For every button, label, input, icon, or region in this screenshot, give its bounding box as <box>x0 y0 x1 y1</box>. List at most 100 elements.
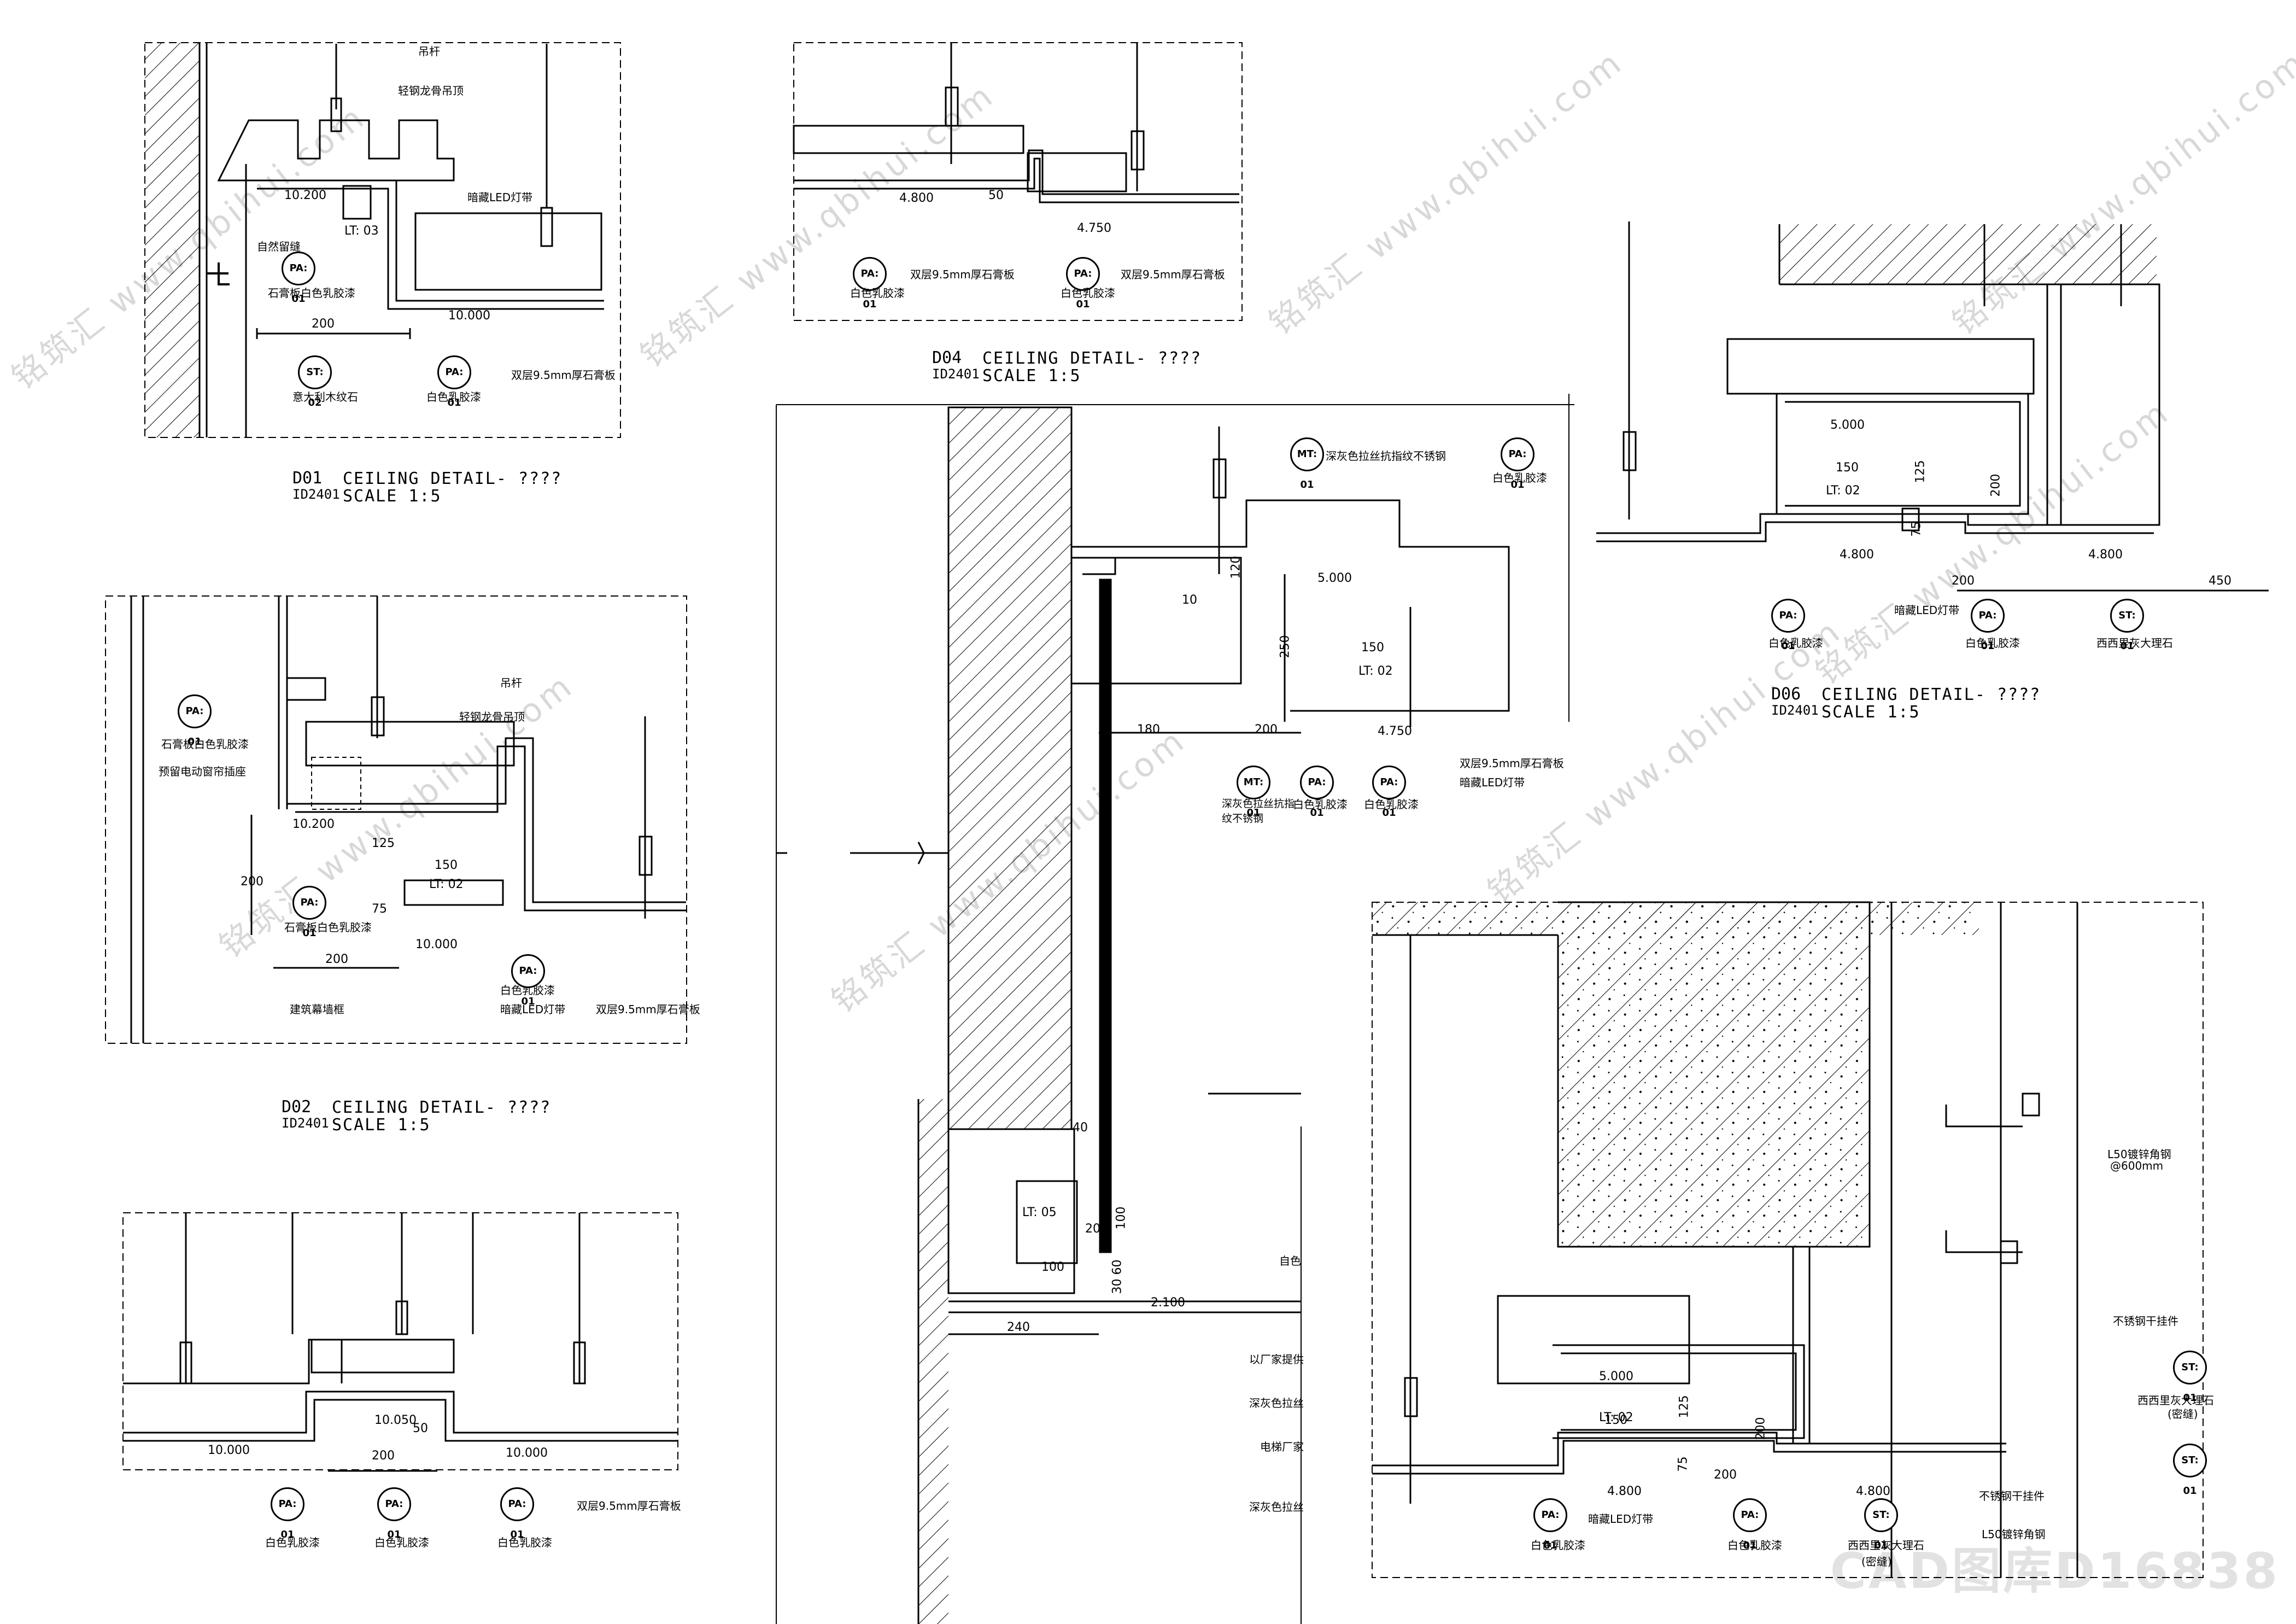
level-mark: 4.800 <box>1607 1485 1642 1498</box>
level-mark: 4.800 <box>1840 548 1874 562</box>
level-mark: 4.800 <box>899 191 934 205</box>
note-hidden-led: 暗藏LED灯带 <box>500 1001 565 1017</box>
dimension-text: 150 <box>435 858 458 872</box>
note-light-steel-keel: 轻钢龙骨吊顶 <box>398 84 464 97</box>
detail-scale: SCALE 1:5 <box>343 487 442 506</box>
detail-code: D04 <box>932 348 962 367</box>
level-mark: 4.800 <box>1856 1485 1890 1498</box>
detail-title: CEILING DETAIL- ???? <box>332 1098 552 1117</box>
detail-title-d06: D06 ID2401 CEILING DETAIL- ???? SCALE 1:… <box>1771 685 2040 722</box>
tag-pa: PA: 01 <box>178 694 212 747</box>
note-italian-stone: 意大利木纹石 <box>292 390 358 404</box>
tag-mt: MT: 01 <box>1237 766 1270 819</box>
detail-d07-drawing <box>1372 901 2204 1578</box>
tag-pa: PA: 01 <box>1533 1498 1567 1551</box>
note-double-gypsum: 双层9.5mm厚石膏板 <box>577 1499 681 1512</box>
dimension-text: 150 <box>1604 1413 1627 1427</box>
note-white-paint: 白色乳胶漆 <box>374 1536 429 1549</box>
tag-pa: PA: 01 <box>292 886 326 939</box>
tag-st: ST: 01 <box>2110 599 2144 652</box>
dimension-text: 40 <box>1073 1121 1088 1135</box>
detail-scale: SCALE 1:5 <box>332 1115 431 1135</box>
detail-d04-drawing <box>793 42 1243 321</box>
detail-title: CEILING DETAIL- ???? <box>1821 685 2041 704</box>
detail-code: D01 <box>292 469 323 488</box>
note-curtain-wall: 建筑幕墙框 <box>290 1003 344 1016</box>
level-mark: 4.750 <box>1378 725 1412 738</box>
note-gypsum-paint: 石膏板白色乳胶漆 <box>284 921 372 934</box>
tag-lt: LT: 02 <box>429 878 464 891</box>
tag-st: ST: 01 <box>2173 1444 2207 1497</box>
note-stainless: 深灰色拉丝抗指纹不锈钢 <box>1222 798 1295 825</box>
note-sicilian-marble: 西西里灰大理石 <box>2137 1394 2214 1407</box>
tag-pa: PA: 01 <box>1300 766 1334 819</box>
note-vendor: 以厂家提供 <box>1249 1353 1304 1366</box>
detail-d01-drawing <box>144 42 621 438</box>
dimension-text: 200 <box>1255 723 1278 737</box>
note-light-steel-keel: 轻钢龙骨吊顶 <box>459 710 525 723</box>
note-double-gypsum: 双层9.5mm厚石膏板 <box>910 268 1015 281</box>
detail-title: CEILING DETAIL- ???? <box>343 469 563 488</box>
note-angle-steel: L50镀锌角钢 <box>1982 1528 2046 1541</box>
note-elevator-vendor: 电梯厂家 <box>1260 1440 1304 1453</box>
level-mark: 10.200 <box>284 189 326 202</box>
note-stainless: 深灰色拉丝 <box>1249 1500 1304 1514</box>
dimension-text: 120 <box>1229 556 1243 579</box>
level-mark: 4.750 <box>1077 221 1111 235</box>
level-mark: 2.100 <box>1151 1296 1185 1310</box>
tag-pa: PA: 01 <box>282 252 315 305</box>
level-mark: 10.000 <box>506 1446 548 1460</box>
sheet-code: ID2401 <box>282 1115 329 1131</box>
dimension-text: 200 <box>1989 474 2003 497</box>
level-mark: 5.000 <box>1830 418 1865 432</box>
sheet-code: ID2401 <box>932 366 980 382</box>
note-stainless: 深灰色拉丝抗指纹不锈钢 <box>1326 449 1446 463</box>
level-mark: 10.000 <box>208 1444 250 1457</box>
tag-pa: PA: 01 <box>1771 599 1805 652</box>
detail-code: D02 <box>282 1097 312 1117</box>
tag-lt: LT: 02 <box>1358 664 1393 678</box>
tag-lt: LT: 02 <box>1826 484 1860 498</box>
note-hanger-rod: 吊杆 <box>418 45 440 58</box>
dimension-text: 75 <box>1676 1456 1690 1472</box>
note-white: 自色 <box>1279 1254 1301 1267</box>
dimension-text: 200 <box>372 1449 395 1463</box>
tag-st: ST: 01 <box>1864 1498 1898 1551</box>
detail-title-d04: D04 ID2401 CEILING DETAIL- ???? SCALE 1:… <box>932 348 1200 385</box>
detail-title-d01: D01 ID2401 CEILING DETAIL- ???? SCALE 1:… <box>292 469 561 506</box>
note-hanger-rod: 吊杆 <box>500 676 522 690</box>
tag-pa: PA: 01 <box>1501 437 1534 490</box>
note-tight-joint: (密缝) <box>2168 1407 2198 1421</box>
dimension-text: 200 <box>241 875 263 889</box>
dimension-text: 125 <box>1677 1395 1691 1418</box>
note-hidden-led: 暗藏LED灯带 <box>1460 776 1525 789</box>
note-double-gypsum: 双层9.5mm厚石膏板 <box>511 369 616 382</box>
note-gypsum-paint: 石膏板白色乳胶漆 <box>161 738 249 751</box>
tag-st: ST: 01 <box>2173 1351 2207 1404</box>
dimension-text: 150 <box>1836 461 1859 475</box>
note-tight-joint: (密缝) <box>1861 1555 1892 1568</box>
tag-lt: LT: 05 <box>1022 1206 1057 1219</box>
note-white-paint: 白色乳胶漆 <box>1364 798 1419 811</box>
level-mark: 10.050 <box>374 1413 417 1427</box>
dimension-text: 30 <box>1110 1278 1124 1294</box>
level-mark: 10.000 <box>415 938 458 951</box>
note-white-paint: 白色乳胶漆 <box>1965 636 2020 650</box>
detail-scale: SCALE 1:5 <box>982 366 1081 385</box>
tag-pa: PA: 01 <box>437 355 471 408</box>
dimension-text: 200 <box>325 953 348 966</box>
dimension-text: 125 <box>1913 460 1928 483</box>
tag-pa: PA: 01 <box>1971 599 2005 652</box>
note-hanger: 不锈钢干挂件 <box>1979 1489 2045 1503</box>
note-white-paint: 白色乳胶漆 <box>426 388 481 404</box>
note-double-gypsum: 双层9.5mm厚石膏板 <box>1121 268 1225 281</box>
detail-d06-drawing <box>1596 221 2269 592</box>
tag-pa: PA: 01 <box>377 1487 411 1540</box>
note-double-gypsum: 双层9.5mm厚石膏板 <box>1460 757 1564 770</box>
dimension-text: 450 <box>2209 574 2231 588</box>
level-mark: 5.000 <box>1599 1370 1633 1383</box>
note-sicilian-marble: 西西里灰大理石 <box>2096 636 2173 650</box>
tag-lt: LT: 02 <box>1599 1411 1633 1424</box>
